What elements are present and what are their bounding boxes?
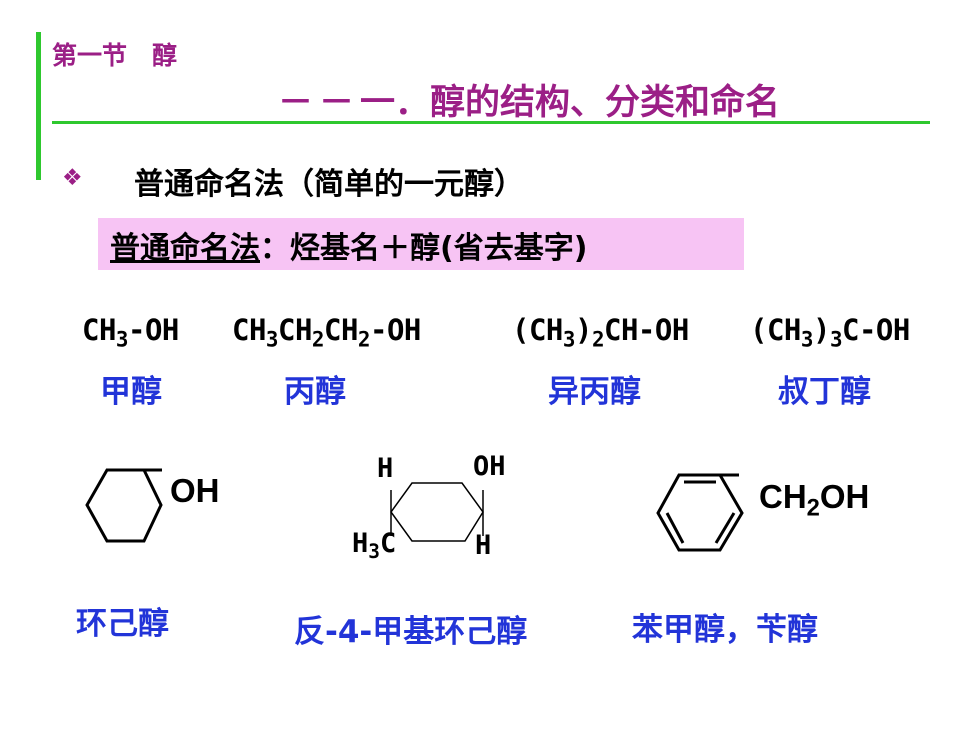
- name-isopropanol: 异丙醇: [548, 374, 641, 410]
- methylcyclohexane-ring: [390, 482, 484, 542]
- rule-label: 普通命名法: [110, 231, 260, 266]
- name-tert-butanol: 叔丁醇: [778, 374, 871, 410]
- formula-tert-butanol: (CH3)3C-OH: [750, 313, 910, 352]
- name-methanol: 甲醇: [100, 374, 162, 410]
- name-benzyl-alcohol: 苯甲醇，苄醇: [632, 612, 818, 648]
- methylcyclohexanol-ch3: H3C: [352, 528, 397, 564]
- formula-propanol: CH3CH2CH2-OH: [232, 313, 421, 352]
- rule-text: ：烃基名＋醇(省去基字): [260, 231, 588, 266]
- diamond-bullet-icon: ❖: [62, 165, 83, 191]
- section-label: 第一节 醇: [52, 41, 178, 70]
- page-title: －－一．醇的结构、分类和命名: [278, 83, 781, 123]
- methylcyclohexanol-h-top: H: [377, 453, 394, 484]
- formula-methanol: CH3-OH: [82, 313, 179, 352]
- name-propanol: 丙醇: [284, 374, 346, 410]
- methylcyclohexanol-oh: OH: [473, 451, 506, 482]
- left-accent-bar: [36, 32, 41, 180]
- bullet-text: 普通命名法（简单的一元醇）: [134, 167, 524, 202]
- formula-isopropanol: (CH3)2CH-OH: [512, 313, 689, 352]
- benzene-double-bond-3: [665, 512, 685, 544]
- benzene-double-bond-2: [714, 512, 736, 544]
- cyclohexane-ring: [85, 468, 163, 543]
- rule-highlight-box: [98, 218, 744, 270]
- cyclohexanol-oh-label: OH: [170, 472, 220, 509]
- methylcyclohexanol-h-bottom: H: [475, 530, 492, 561]
- name-cyclohexanol: 环己醇: [76, 606, 169, 642]
- benzyl-alcohol-group: CH2OH: [759, 478, 870, 522]
- name-trans-4-methylcyclohexanol: 反-4-甲基环己醇: [294, 614, 528, 650]
- title-rule: [52, 121, 930, 124]
- naming-rule: 普通命名法：烃基名＋醇(省去基字): [110, 223, 587, 267]
- benzene-ring: [656, 473, 744, 552]
